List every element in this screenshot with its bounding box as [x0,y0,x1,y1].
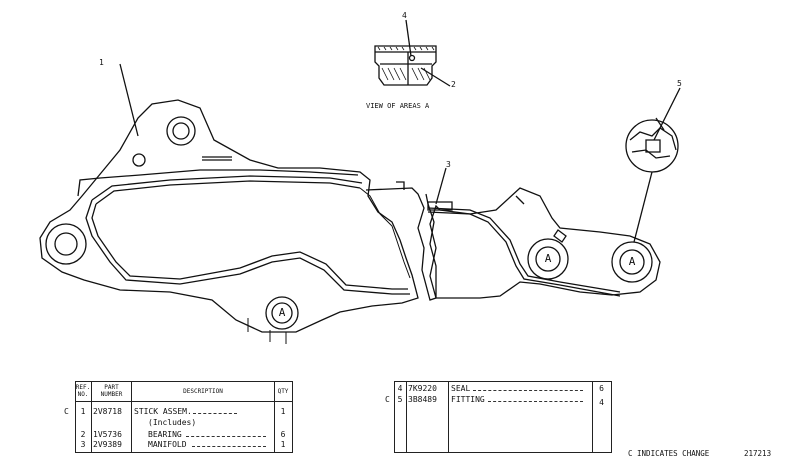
change-mark: C [385,395,390,404]
description: BEARING [148,430,182,439]
header-part-number: PART NUMBER [100,384,123,398]
description: MANIFOLD [148,440,187,449]
table-header-divider [75,401,292,402]
quantity: 1 [280,440,286,449]
leader-dots [473,385,583,391]
part-number: 2V8718 [93,407,122,416]
parts-table-left [75,381,293,453]
pivot-label: A [544,252,552,265]
callout-5: 5 [677,79,682,88]
part-number: 2V9389 [93,440,122,449]
quantity: 1 [280,407,286,416]
fitting-detail-view [625,87,681,243]
ref-no: 4 [397,384,403,393]
table-col-divider [274,381,275,452]
table-col-divider [91,381,92,452]
callout-3: 3 [446,160,451,169]
header-qty: QTY [277,388,289,395]
change-mark: C [64,407,69,416]
table-col-divider [131,381,132,452]
description: STICK ASSEM. [134,407,192,416]
leader-dots [186,431,266,437]
callout-1: 1 [99,58,104,67]
description: FITTING [451,395,485,404]
leader-dots [193,408,237,414]
header-ref-no: REF. NO. [75,384,91,398]
ref-no: 2 [80,430,86,439]
part-number: 3B8489 [408,395,437,404]
description: (Includes) [148,418,197,427]
ref-no: 5 [397,395,403,404]
header-description: DESCRIPTION [183,388,223,395]
ref-no: 3 [80,440,86,449]
table-col-divider [406,381,407,452]
table-col-divider [592,381,593,452]
drawing-number: 217213 [744,449,772,458]
part-number: 1V5736 [93,430,122,439]
change-note: C INDICATES CHANGE [628,449,710,458]
callout-2: 2 [451,80,456,89]
description: SEAL [451,384,471,393]
ref-no: 1 [80,407,86,416]
quantity: 4 [599,398,604,407]
stick-body-right [365,167,661,301]
pivot-label: A [628,255,636,268]
table-col-divider [448,381,449,452]
part-number: 7K9220 [408,384,437,393]
view-label: VIEW OF AREAS A [366,102,430,110]
leader-dots [488,396,583,402]
stick-body-left [39,63,419,344]
quantity: 6 [599,384,604,393]
area-a-detail-view [374,19,451,87]
quantity: 6 [280,430,286,439]
pivot-label: A [278,306,286,319]
leader-dots [192,441,266,447]
parts-table-right [394,381,612,453]
callout-4: 4 [402,11,407,20]
